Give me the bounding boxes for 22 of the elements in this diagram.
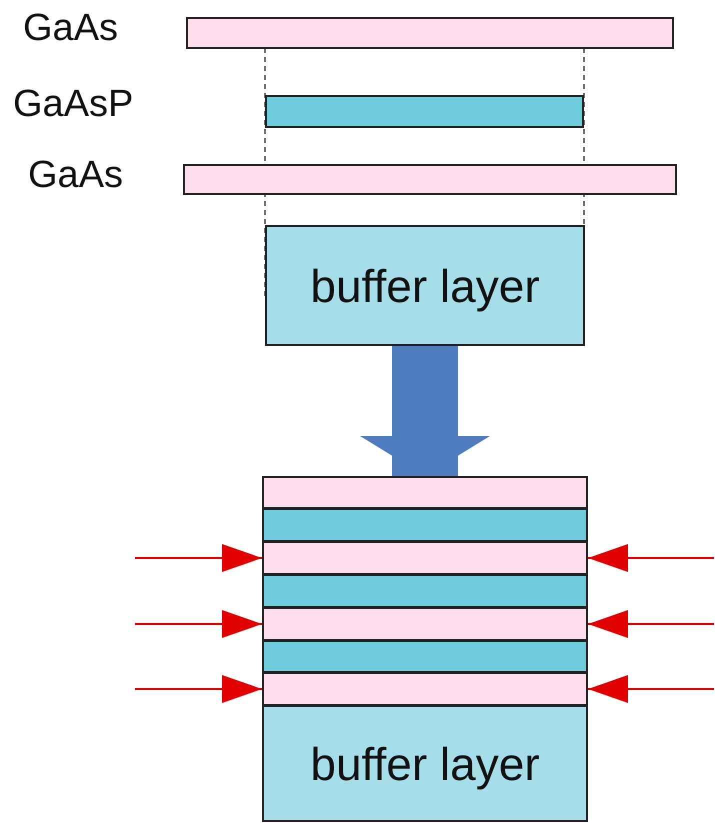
- arrow: [588, 675, 714, 703]
- layer-block: [262, 705, 588, 822]
- arrow: [135, 544, 262, 572]
- layer-bar: [262, 607, 588, 641]
- arrow: [588, 544, 714, 572]
- material-label: GaAs: [23, 7, 118, 50]
- layer-bar: [265, 95, 584, 128]
- layer-block: [265, 225, 585, 346]
- layer-label: buffer layer: [310, 736, 540, 790]
- material-label: GaAs: [28, 154, 124, 197]
- layer-label: buffer layer: [310, 258, 540, 312]
- material-label: GaAsP: [13, 83, 134, 126]
- layer-bar: [262, 574, 588, 608]
- layer-bar: [262, 640, 588, 673]
- layer-bar: [262, 672, 588, 706]
- block-arrow: [360, 346, 490, 476]
- layer-bar: [262, 541, 588, 575]
- layer-bar: [262, 508, 588, 542]
- arrow: [135, 610, 262, 638]
- arrow: [135, 675, 262, 703]
- layer-bar: [262, 476, 588, 509]
- arrow: [588, 610, 714, 638]
